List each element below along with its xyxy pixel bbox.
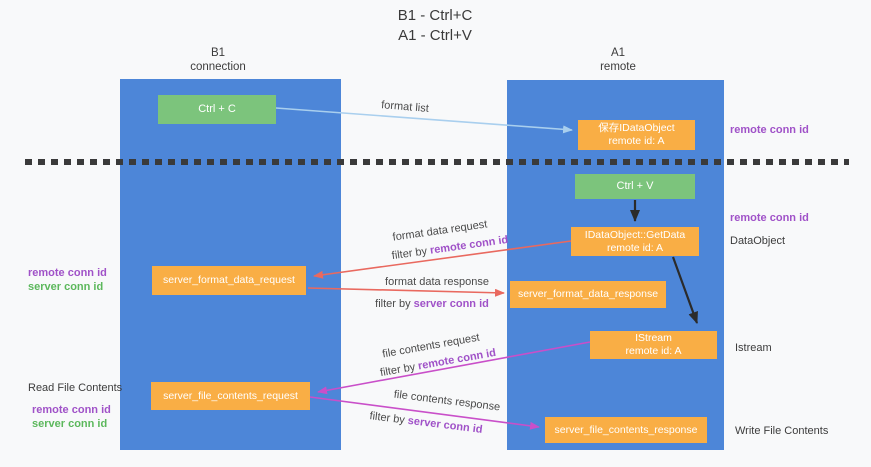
lane-left-subtitle: connection	[190, 61, 246, 73]
lane-right-subtitle: remote	[600, 61, 636, 73]
label-server-conn-id-left-top: server conn id	[28, 281, 104, 293]
node-istream-line1: IStream	[635, 332, 672, 344]
node-sfc-resp-label: server_file_contents_response	[554, 423, 698, 436]
node-getdata-line1: IDataObject::GetData	[584, 228, 686, 241]
label-dataobject: DataObject	[730, 235, 786, 247]
lane-left-header: B1 connection	[158, 46, 278, 74]
node-istream-line2: remote id: A	[625, 345, 682, 357]
node-server-format-data-request: server_format_data_request	[152, 266, 306, 295]
filter-by-text: filter by	[368, 410, 406, 427]
node-sfc-req-label: server_file_contents_request	[163, 389, 298, 402]
label-filter-by-server-conn-id-2: filter by server conn id	[369, 410, 483, 436]
label-server-conn-id-left-bottom: server conn id	[32, 418, 108, 430]
label-read-file-contents: Read File Contents	[28, 382, 123, 394]
filter-by-text: filter by	[375, 298, 411, 310]
node-ctrl-c-label: Ctrl + C	[198, 103, 236, 115]
label-remote-conn-id-right-mid: remote conn id	[730, 212, 809, 224]
node-getdata-line2: remote id: A	[606, 241, 663, 254]
node-server-format-data-response: server_format_data_response	[510, 281, 666, 308]
filter-by-text: filter by	[391, 245, 428, 263]
dashed-divider-line	[25, 159, 849, 165]
label-write-file-contents: Write File Contents	[735, 425, 829, 437]
diagram-title: B1 - Ctrl+C A1 - Ctrl+V	[340, 6, 530, 46]
node-ctrl-v: Ctrl + V	[575, 174, 695, 199]
node-ctrl-c: Ctrl + C	[158, 95, 276, 124]
label-format-list: format list	[380, 99, 430, 115]
node-sfd-resp-label: server_format_data_response	[517, 288, 659, 300]
label-file-contents-response: file contents response	[393, 388, 501, 414]
node-server-file-contents-request: server_file_contents_request	[151, 382, 310, 410]
label-remote-conn-id-right-top: remote conn id	[730, 124, 809, 136]
diagram-title-line1: B1 - Ctrl+C	[397, 7, 473, 24]
server-conn-id-text: server conn id	[407, 414, 484, 436]
label-format-data-response: format data response	[385, 276, 489, 288]
diagram-title-line2: A1 - Ctrl+V	[398, 27, 472, 44]
node-save-idataobject-line2: remote id: A	[608, 135, 665, 147]
node-save-idataobject-line1: 保存IDataObject	[598, 122, 675, 134]
label-remote-conn-id-left-top: remote conn id	[28, 267, 107, 279]
node-sfd-req-label: server_format_data_request	[163, 274, 295, 286]
label-remote-conn-id-left-bottom: remote conn id	[32, 404, 111, 416]
server-conn-id-text: server conn id	[413, 298, 489, 310]
node-ctrl-v-label: Ctrl + V	[616, 180, 654, 192]
remote-conn-id-text: remote conn id	[429, 233, 509, 257]
node-idataobject-getdata: IDataObject::GetData remote id: A	[571, 227, 699, 256]
node-save-idataobject: 保存IDataObject remote id: A	[578, 120, 695, 150]
lane-right-header: A1 remote	[558, 46, 678, 74]
filter-by-text: filter by	[379, 361, 417, 380]
label-istream: Istream	[735, 342, 772, 354]
lane-right-name: A1	[610, 47, 626, 59]
label-filter-by-server-conn-id-1: filter by server conn id	[375, 298, 489, 310]
node-server-file-contents-response: server_file_contents_response	[545, 417, 707, 443]
node-istream: IStream remote id: A	[590, 331, 717, 359]
lane-left-name: B1	[210, 47, 226, 59]
